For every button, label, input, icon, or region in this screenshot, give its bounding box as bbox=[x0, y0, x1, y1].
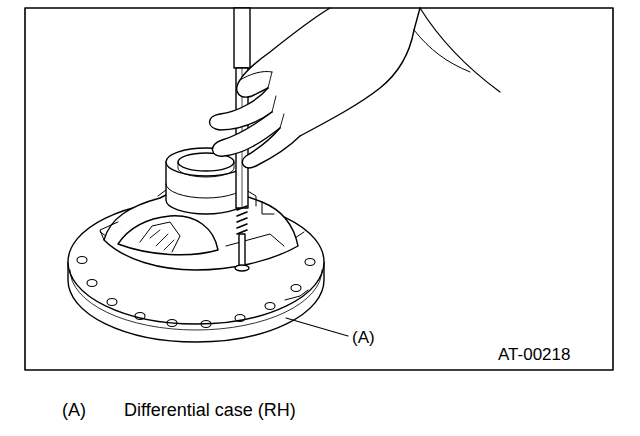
figure-frame bbox=[25, 8, 613, 370]
legend-key: (A) bbox=[62, 400, 86, 420]
leader-line bbox=[286, 318, 348, 336]
legend-text: Differential case (RH) bbox=[124, 400, 296, 420]
figure-code: AT-00218 bbox=[498, 345, 570, 365]
callout-label: (A) bbox=[352, 328, 375, 348]
hand bbox=[210, 8, 501, 168]
